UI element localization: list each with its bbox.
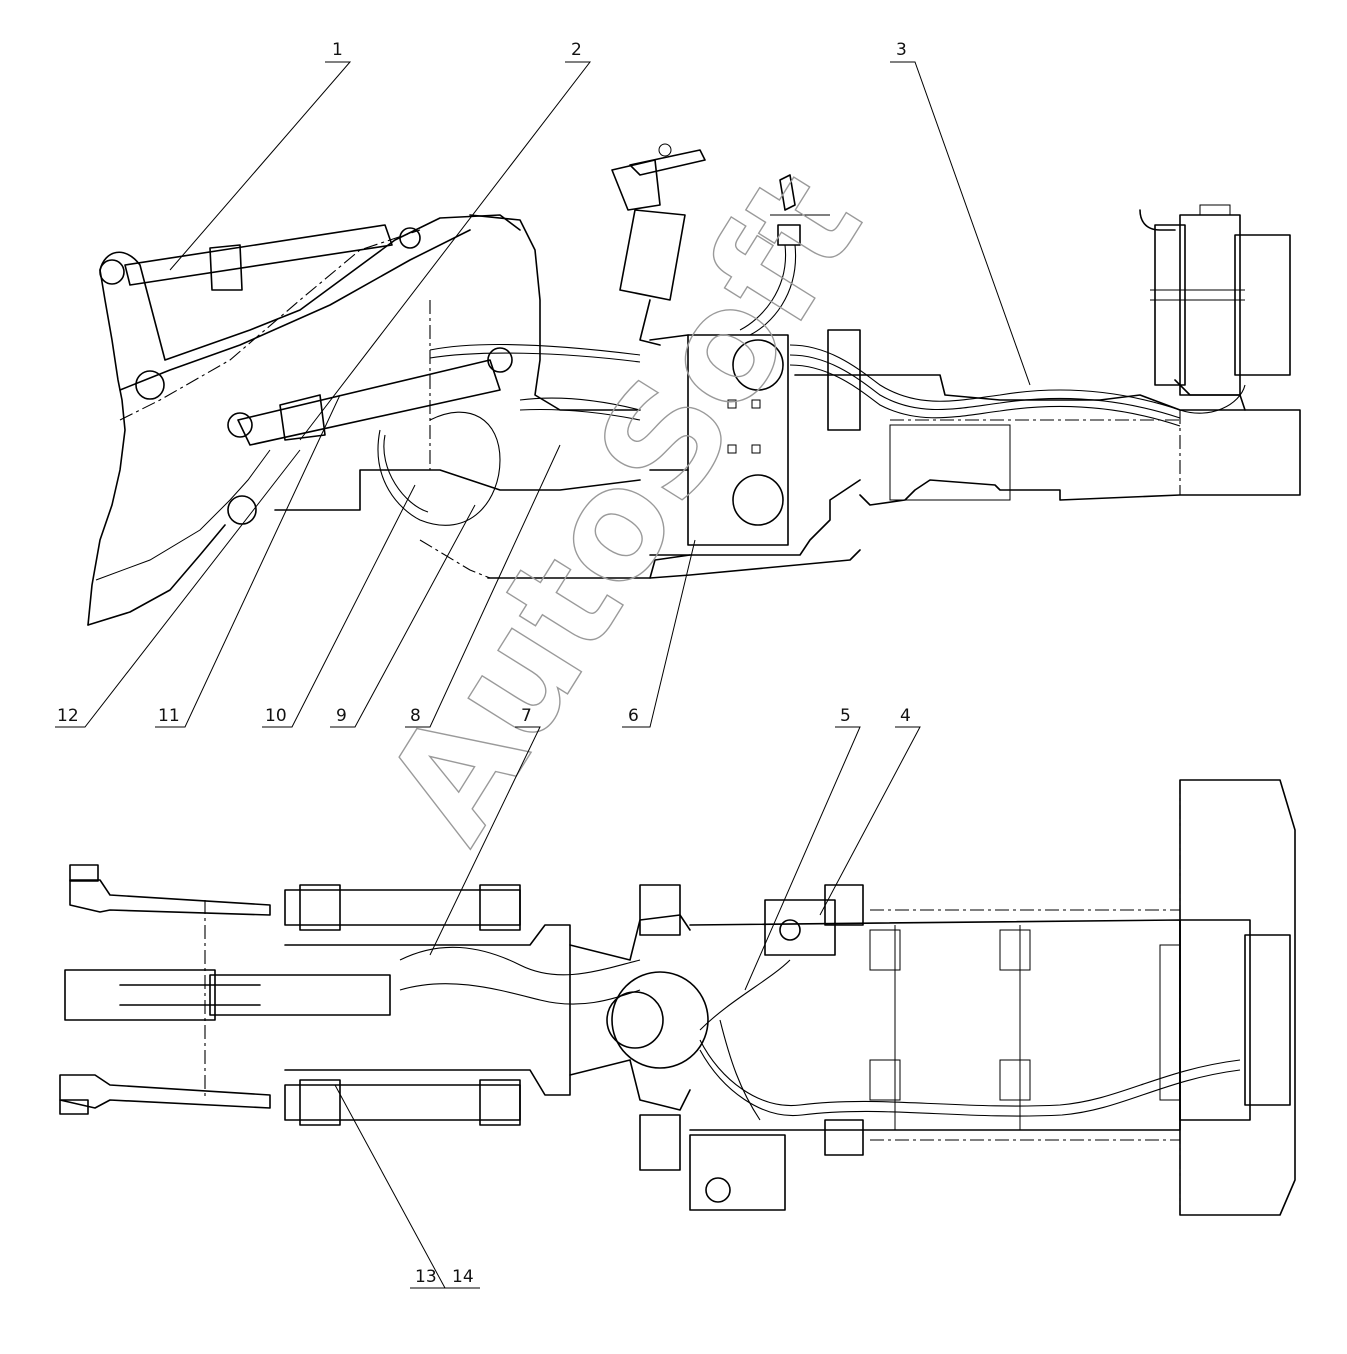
callout-3: 3 bbox=[896, 40, 907, 60]
callout-2: 2 bbox=[571, 40, 582, 60]
callout-7: 7 bbox=[521, 706, 532, 726]
callout-12: 12 bbox=[57, 706, 79, 726]
callout-8: 8 bbox=[410, 706, 421, 726]
side-view bbox=[87, 143, 1301, 626]
callout-13: 13 bbox=[415, 1267, 437, 1287]
top-view bbox=[59, 779, 1296, 1216]
callout-5: 5 bbox=[840, 706, 851, 726]
callout-1: 1 bbox=[332, 40, 343, 60]
callout-labels: 1 2 3 4 5 6 7 8 9 10 11 12 13 14 bbox=[57, 40, 911, 1287]
watermark: AutoSoft bbox=[353, 144, 896, 869]
callout-10: 10 bbox=[265, 706, 287, 726]
callout-4: 4 bbox=[900, 706, 911, 726]
callout-6: 6 bbox=[628, 706, 639, 726]
callout-9: 9 bbox=[336, 706, 347, 726]
callout-11: 11 bbox=[158, 706, 180, 726]
callout-14: 14 bbox=[452, 1267, 474, 1287]
leader-lines bbox=[55, 61, 1031, 1289]
